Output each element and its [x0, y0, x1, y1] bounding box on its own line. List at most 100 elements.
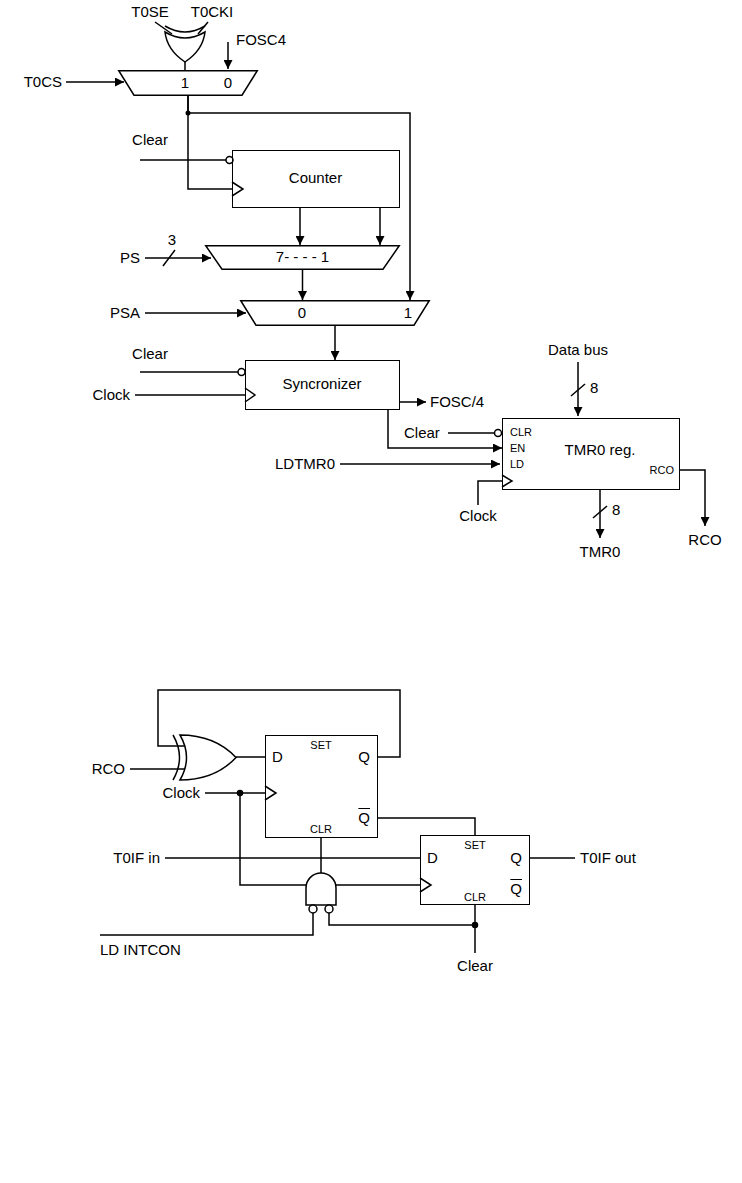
input-wire — [329, 913, 475, 925]
wire-connector — [299, 208, 301, 245]
clock-symbol — [232, 182, 243, 196]
clock-symbol — [420, 878, 431, 892]
bus-width: 3 — [168, 232, 176, 249]
select-wire — [66, 81, 124, 83]
signal-label: Clock — [459, 508, 497, 525]
input-wire — [165, 857, 420, 859]
signal-label: Clear — [404, 425, 440, 442]
pin-label: Q — [358, 749, 370, 766]
signal-label: PSA — [110, 305, 140, 322]
pin-label: Q — [510, 850, 522, 867]
xor-gate-symbol — [173, 735, 180, 780]
signal-label: Clock — [92, 387, 130, 404]
clock-wire — [135, 394, 245, 396]
bus-slash — [571, 384, 585, 396]
mux-outline — [206, 246, 400, 270]
inversion-bubble — [495, 430, 502, 437]
mux-input-range: 7- - - - 1 — [276, 249, 329, 266]
inversion-bubble — [309, 905, 317, 913]
clock-wire — [205, 792, 265, 794]
inversion-bubble — [325, 905, 333, 913]
junction-dot — [238, 791, 243, 796]
input-wire — [198, 22, 208, 34]
pin-label: RCO — [650, 464, 674, 476]
signal-label: FOSC4 — [236, 32, 286, 49]
multiplexer: 10 — [118, 70, 258, 96]
signal-label: Clear — [132, 346, 168, 363]
wire — [184, 62, 186, 70]
box-title: Counter — [289, 170, 342, 187]
mux-outline — [240, 300, 430, 326]
wire-connector — [188, 96, 232, 189]
clear-wire — [448, 432, 494, 434]
clock-symbol — [245, 388, 255, 402]
mux-input-number: 0 — [298, 305, 306, 322]
load-wire — [340, 463, 500, 465]
wire-connector — [388, 410, 502, 448]
wire — [680, 470, 705, 526]
signal-label: TMR0 — [580, 544, 621, 561]
signal-label: RCO — [688, 532, 721, 549]
select-wire — [145, 312, 246, 314]
pin-label: CLR — [464, 891, 486, 903]
bus-wire — [599, 490, 601, 538]
wire-connector — [379, 208, 381, 245]
mux-outline — [119, 71, 258, 96]
signal-label: PS — [120, 250, 140, 267]
signal-label: Clock — [162, 785, 200, 802]
signal-label: LD INTCON — [100, 942, 181, 959]
flip-flop: SET D Q Q CLR — [265, 735, 378, 838]
pin-label: D — [272, 749, 283, 766]
multiplexer: 7- - - - 1 — [205, 245, 400, 270]
pin-label: Q — [358, 810, 370, 827]
pin-label: SET — [310, 739, 331, 751]
signal-label: T0CKI — [191, 4, 234, 21]
and-gate-symbol — [306, 873, 336, 905]
wire — [236, 756, 265, 758]
counter-box: Counter — [232, 150, 400, 208]
pin-label: CLR — [510, 426, 532, 438]
xor-gate-symbol — [165, 26, 205, 32]
xor-gate-symbol — [180, 735, 236, 780]
signal-label: LDTMR0 — [275, 456, 335, 473]
wire-connector — [334, 326, 336, 360]
clock-symbol — [502, 475, 512, 487]
xor-gate-symbol — [165, 32, 205, 62]
wire-connector — [188, 96, 410, 300]
pin-label: CLR — [310, 823, 332, 835]
mux-outline — [241, 301, 430, 326]
mux-input-number: 1 — [181, 75, 189, 92]
clear-wire — [140, 371, 238, 373]
wire — [227, 42, 229, 69]
pin-label: Q — [510, 881, 522, 898]
pin-label: SET — [464, 839, 485, 851]
input-wire — [100, 913, 313, 935]
pin-label: EN — [510, 442, 525, 454]
clock-wire — [240, 793, 420, 885]
signal-label: T0CS — [24, 74, 62, 91]
wire — [400, 401, 426, 403]
clear-wire — [140, 159, 226, 161]
input-wire — [130, 768, 185, 770]
signal-label: FOSC/4 — [430, 394, 484, 411]
mux-input-number: 0 — [224, 75, 232, 92]
wire-connector — [378, 818, 475, 835]
register-box: CLRENLDTMR0 reg.RCO — [502, 418, 680, 490]
bus-width: 8 — [612, 502, 620, 519]
clock-symbol — [265, 786, 276, 800]
clear-wire — [474, 905, 476, 953]
signal-label: T0SE — [131, 4, 169, 21]
signal-label: Clear — [457, 958, 493, 975]
pin-label: D — [427, 850, 438, 867]
flip-flop: SET D QQ CLR — [420, 835, 530, 905]
signal-label: RCO — [92, 761, 125, 778]
synchronizer-box: Syncronizer — [245, 360, 400, 410]
box-title: Syncronizer — [282, 376, 361, 393]
signal-label: T0IF in — [113, 850, 160, 867]
bus-width: 8 — [590, 380, 598, 397]
wire — [320, 838, 322, 873]
bus-wire — [145, 257, 211, 259]
bus-slash — [593, 506, 607, 518]
